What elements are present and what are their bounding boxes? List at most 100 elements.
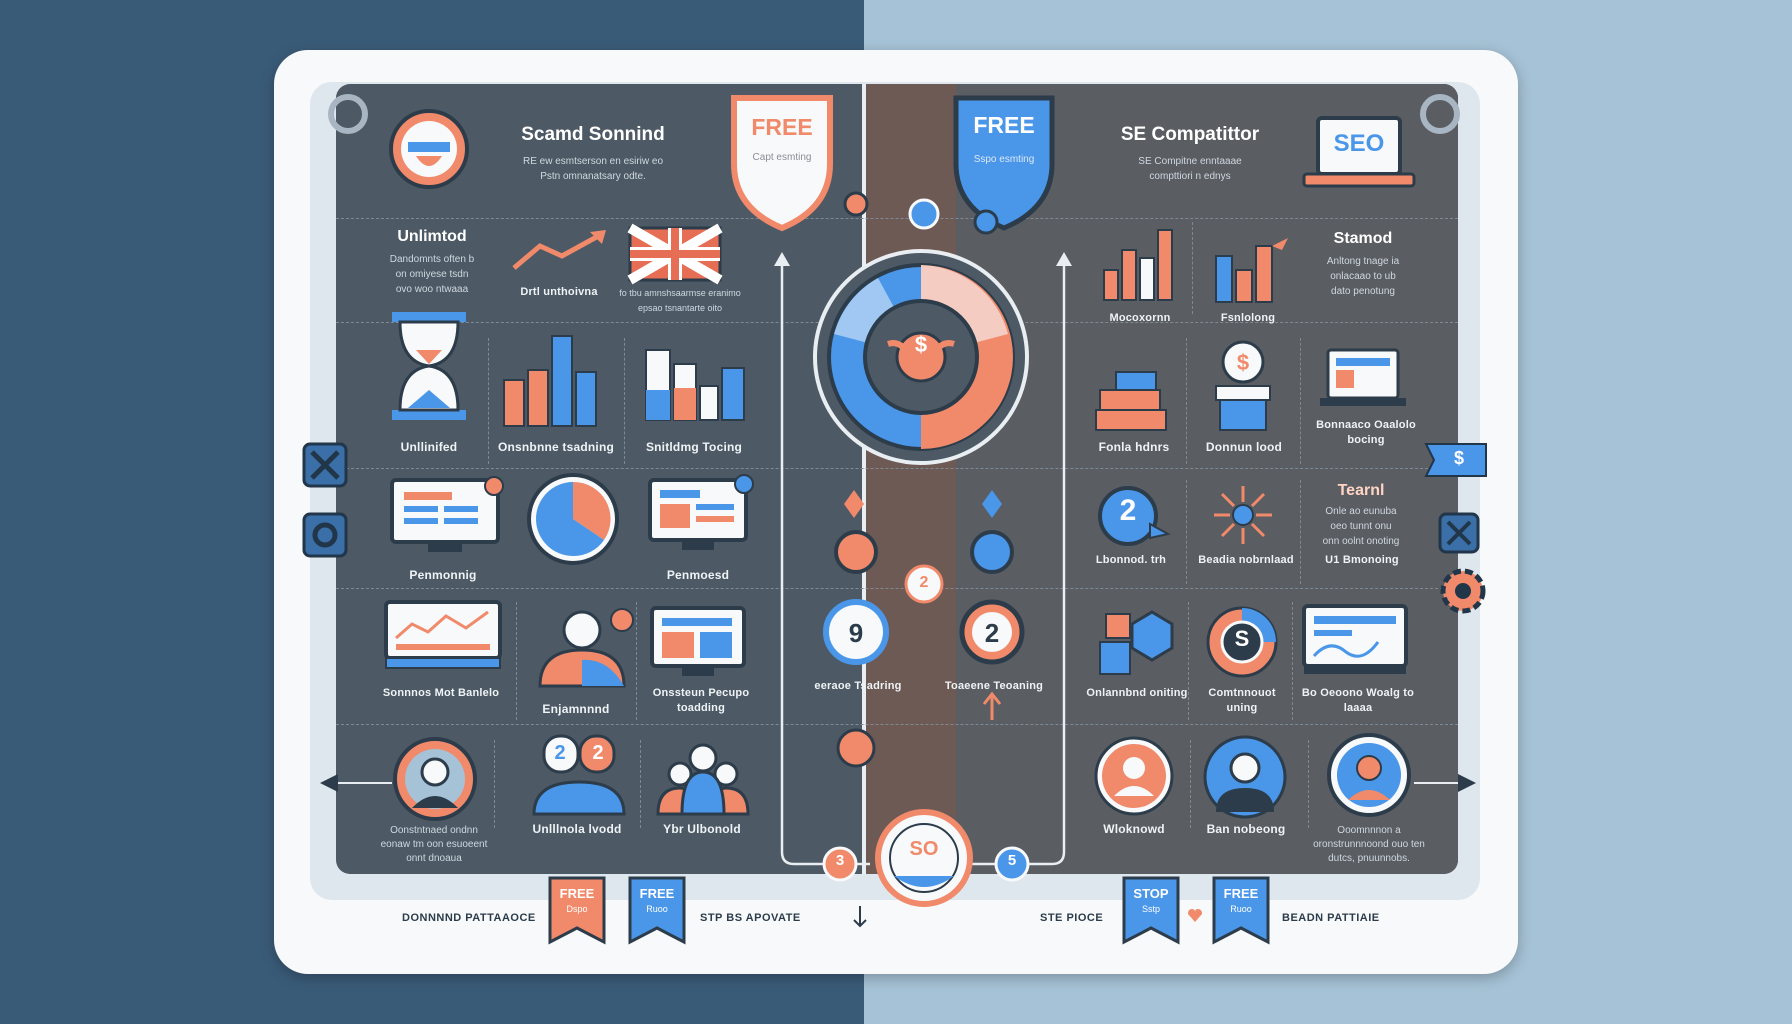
step-number: 9 [848,618,864,648]
connector-dots [843,191,999,235]
footer-left: DONNNND PATTAAOCE [402,912,536,924]
arrow-right-line [1414,782,1458,784]
user-profile-icon [538,608,634,688]
ribbon-2-title: FREE [639,886,675,901]
trend-label: Drtl unthoivna [520,286,598,298]
col-divider [1308,740,1309,828]
col-divider [1300,480,1301,584]
col-divider [636,602,637,720]
ribbon-4-sub: Ruoo [1230,904,1252,914]
col-divider [1192,222,1193,314]
left-row5-label-1: Oonstntnaed ondnn eonaw tm oon esuoeent … [380,825,488,864]
flow-loop-lines [774,252,1072,866]
col-divider [1300,338,1301,464]
left-row4-label-1: Sonnnos Mot Banlelo [382,687,500,699]
stop-ribbon-icon [1122,876,1180,945]
uk-flag-icon [627,223,723,285]
ribbon-3-sub: Sstp [1141,904,1160,914]
bottom-dial-icon [875,809,973,907]
left-shield-sub: Capt esmting [752,152,812,163]
left-row2-label-1: Unllinifed [400,440,458,454]
bottom-num-right: 5 [1007,852,1017,869]
right-badge-dollar: $ [1453,448,1464,468]
dollar-flag-icon [1424,443,1487,477]
laptop-icon [1320,348,1406,406]
right-title: SE Compatittor [1120,124,1260,145]
right-row2-label-3: Bonnaaco Oaalolo bocing [1316,419,1416,446]
right-row2-label-2: Donnun lood [1205,440,1283,454]
heart-icon [1188,909,1202,922]
col-divider [1186,338,1187,464]
footer-mid-right: STE PIOCE [1040,912,1104,924]
left-row2-label-3: Snitldmg Tocing [645,440,743,454]
col-divider [516,602,517,720]
col-divider [1188,602,1189,720]
right-row1-label-1: Mocoxornn [1109,312,1171,324]
dollar-ring-icon [1206,606,1278,678]
ribbon-2-sub: Ruoo [646,904,668,914]
arrow-left-line [336,782,392,784]
row-divider [336,468,1458,469]
monitor-graph-icon [384,600,502,669]
left-row2-label-2: Onsnbnne tsadning [497,440,615,454]
gear-icon [1440,568,1486,614]
group-users-icon [656,743,750,816]
step-label-right: Toaeene Teoaning [944,680,1044,692]
right-shield-title: FREE [973,112,1035,138]
monitor-dashboard-icon [648,474,754,550]
gear-icon [302,442,348,488]
right-shield-sub: Sspo esmting [973,154,1035,165]
laptop-seo-icon [1302,116,1416,188]
right-row4-label-1: Onlannbnd oniting [1086,687,1188,699]
left-row3-label-1: Penmonnig [409,568,477,582]
number-bubble-icon [1098,486,1171,546]
left-row3-label-2: Penmoesd [666,568,730,582]
team-title: Tearnl [1337,482,1385,499]
step-number: 2 [984,618,1000,648]
col-divider [1186,480,1187,584]
number-badge [822,846,858,882]
center-dollar-icon: $ [914,332,928,357]
ring-icon-right [1420,94,1460,134]
chart-flag-icon [1215,238,1288,303]
number-badge [994,846,1030,882]
right-row4-label-3: Bo Oeoono Woalg to laaaa [1301,687,1415,714]
dollar-icon: $ [1236,350,1250,375]
left-row4-label-3: Onssteun Pecupo toadding [652,687,750,714]
hex-cube-icon [1099,610,1174,675]
ribbon-4-title: FREE [1223,886,1259,901]
footer-mid-left: STP BS APOVATE [700,912,801,924]
team-numbers-icon [532,734,626,816]
blocks-icon [1095,371,1167,431]
right-headline: Stamod [1333,230,1393,247]
row-divider [336,724,1458,725]
monitor-chart-icon [1302,604,1408,674]
row-divider [336,588,1458,589]
right-row3-label-3: U1 Bmonoing [1325,554,1399,566]
monitor-chart-icon [390,476,504,552]
right-row4-label-2: Comtnnouot uning [1208,687,1276,714]
free-shield-left [731,95,833,232]
right-row3-label-2: Beadia nobrnlaad [1198,554,1294,566]
trend-arrow-icon [512,230,606,270]
ring-icon-left [328,94,368,134]
number-2-icon: 2 [1119,494,1137,527]
left-row5-label-3: Ybr Ulbonold [663,822,741,836]
dollar-box-icon [1215,340,1271,431]
monitor-dashboard-icon [650,606,746,676]
col-divider [640,740,641,828]
seo-label: SEO [1333,130,1385,157]
right-row1-label-2: Fsnlolong [1220,312,1276,324]
free-ribbon-icon [628,876,686,945]
gear-icon [302,512,348,558]
ribbon-1-sub: Dspo [566,904,588,914]
col-divider [1190,740,1191,828]
number-2-icon: 2 [592,742,604,764]
free-shield-right [953,95,1055,231]
right-row5-label-3: Ooomnnnon a oronstrunnnoond ouo ten dutc… [1313,825,1425,864]
bar-chart-icon [503,335,597,427]
